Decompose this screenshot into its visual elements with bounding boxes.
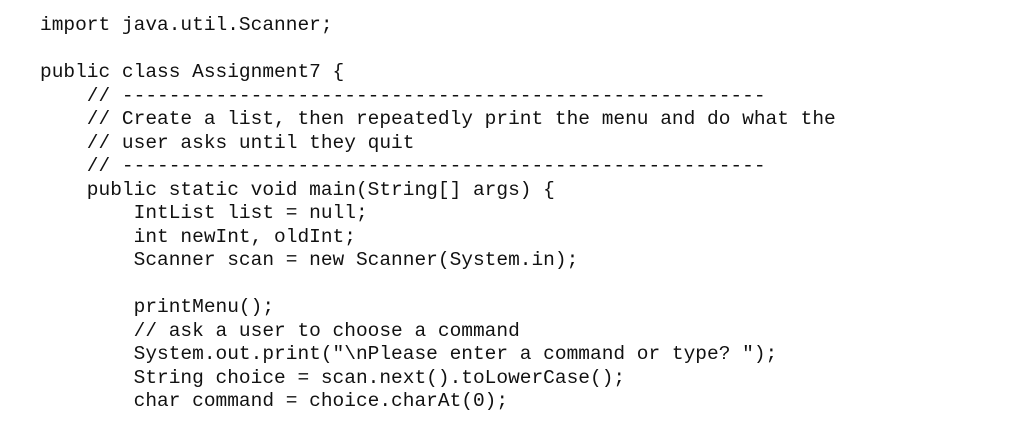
code-line-comment: // ask a user to choose a command (40, 319, 520, 342)
code-line-statement: int newInt, oldInt; (40, 225, 356, 248)
code-line-main-method: public static void main(String[] args) { (40, 178, 555, 201)
code-line-statement: printMenu(); (40, 296, 275, 318)
code-line-statement: System.out.print("\nPlease enter a comma… (40, 343, 778, 365)
code-line-statement: char command = choice.charAt(0); (40, 390, 509, 412)
code-line-class-declaration: public class Assignment7 { (40, 61, 345, 83)
code-line-comment-divider: // -------------------------------------… (40, 155, 766, 177)
code-line-blank (40, 38, 1010, 62)
code-line-comment: // Create a list, then repeatedly print … (40, 108, 836, 130)
code-listing: import java.util.Scanner; public class A… (40, 14, 1010, 414)
code-line-import: import java.util.Scanner; (40, 14, 333, 36)
code-line-statement: Scanner scan = new Scanner(System.in); (40, 249, 579, 271)
code-line-statement: IntList list = null; (40, 202, 368, 224)
code-line-blank (40, 273, 1010, 297)
code-line-statement: String choice = scan.next().toLowerCase(… (40, 366, 626, 389)
code-line-comment: // user asks until they quit (40, 131, 415, 154)
code-line-comment-divider: // -------------------------------------… (40, 84, 766, 107)
